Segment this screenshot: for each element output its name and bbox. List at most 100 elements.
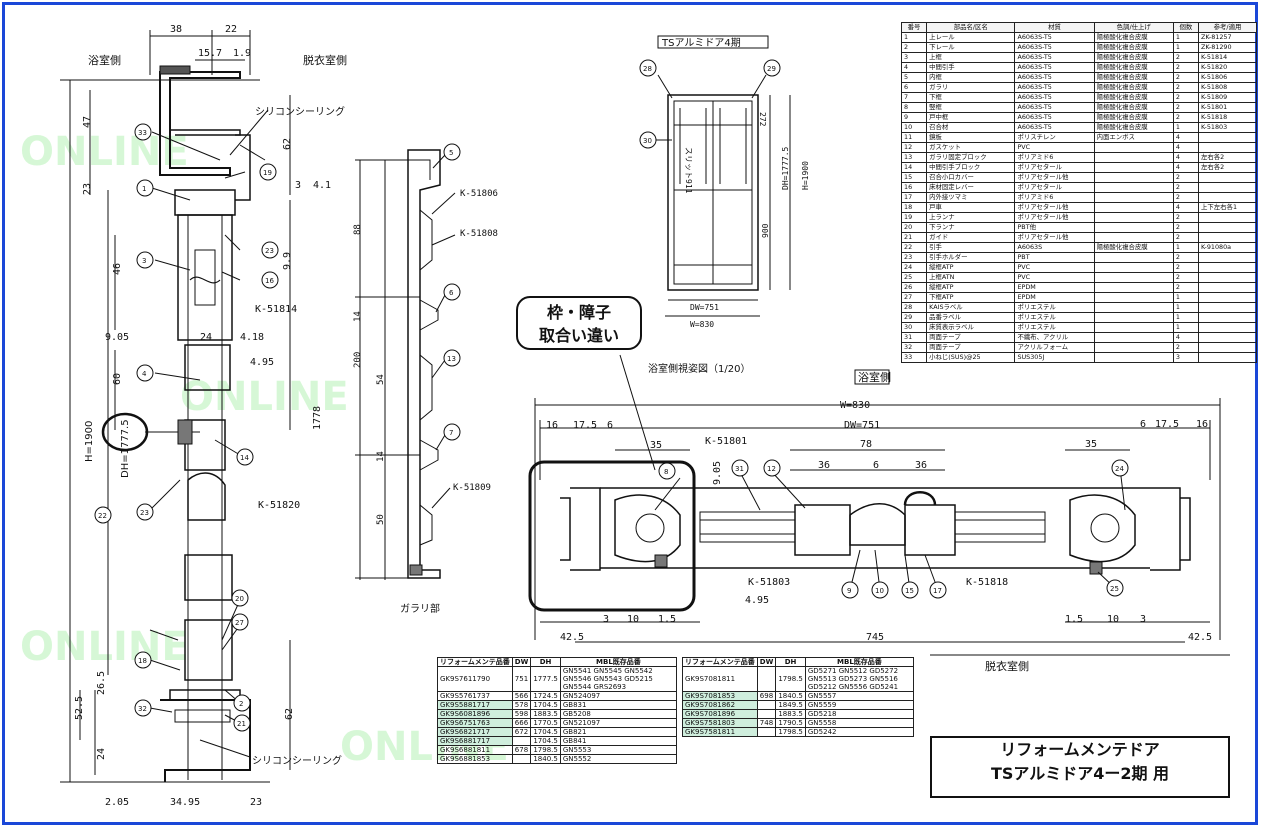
table-cell: GK9S7081896	[682, 709, 758, 719]
dim-text: 10	[1107, 614, 1119, 625]
table-cell	[1093, 142, 1174, 153]
part-bubble: 1	[136, 179, 154, 197]
table-cell: ポリエステル	[1014, 302, 1095, 313]
table-header-cell: DW	[756, 657, 777, 667]
part-bubble: 9	[841, 581, 859, 599]
table-cell: 陽極酸化複合皮膜	[1093, 92, 1174, 103]
svg-text:10: 10	[875, 587, 884, 595]
table-cell: 小ねじ(SUS)@25	[926, 352, 1016, 363]
dim-text: 88	[353, 224, 363, 235]
table-cell	[1093, 252, 1174, 263]
svg-text:12: 12	[767, 465, 776, 473]
svg-text:23: 23	[265, 247, 274, 255]
part-bubble: 20	[231, 589, 249, 607]
table-cell	[756, 700, 777, 710]
table-cell: K-51801	[1198, 102, 1257, 113]
table-cell: 下レール	[926, 42, 1016, 53]
part-bubble: 24	[1111, 459, 1129, 477]
table-cell: 4	[1172, 152, 1200, 163]
table-cell: 2	[1172, 82, 1200, 93]
svg-text:15: 15	[905, 587, 914, 595]
table-cell: GN524097	[559, 691, 678, 701]
table-cell: 2	[1172, 342, 1200, 353]
table-cell: 2	[1172, 92, 1200, 103]
table-cell	[1093, 312, 1174, 323]
bath-view-label: 浴室側視姿図（1/20）	[648, 362, 750, 375]
section-dimensions: W=830 DW=751 16 17.5 6 35 K-51801 78 36 …	[546, 400, 1212, 643]
dim-text: 3	[1140, 614, 1146, 625]
table-cell	[1198, 322, 1257, 333]
table-cell: 1798.5	[775, 666, 806, 692]
table-cell: 召合材	[926, 122, 1016, 133]
table-cell	[1093, 342, 1174, 353]
table-header-cell: DH	[530, 657, 561, 667]
table-cell: 引手ホルダー	[926, 252, 1016, 263]
table-header-cell: 個数	[1172, 22, 1200, 33]
table-cell: 内框	[926, 72, 1016, 83]
table-cell	[1198, 182, 1257, 193]
table-header-cell: DW	[511, 657, 532, 667]
table-cell: GB821	[559, 727, 678, 737]
table-header-cell: 番号	[900, 22, 928, 33]
table-cell: 5	[900, 72, 928, 83]
dim-text: 745	[866, 632, 884, 643]
table-cell: K-91080a	[1198, 242, 1257, 253]
table-cell: 1883.5	[775, 709, 806, 719]
table-cell: 2	[1172, 282, 1200, 293]
watermark-text: ONLINE	[180, 374, 349, 420]
part-bubble: 3	[136, 251, 154, 269]
table-cell: 1	[1172, 322, 1200, 333]
table-cell: 1883.5	[530, 709, 561, 719]
table-cell: A6063S-T5	[1014, 112, 1095, 123]
table-cell	[1093, 152, 1174, 163]
table-cell: ポリアセタール他	[1014, 202, 1095, 213]
callout-line2: 取合い違い	[538, 326, 619, 345]
table-header-cell: 参考/適用	[1198, 22, 1257, 33]
table-cell: 2	[1172, 52, 1200, 63]
table-cell: GK9S7581811	[682, 727, 758, 737]
table-header-cell: リフォームメンテ品番	[437, 657, 513, 667]
table-cell: 15	[900, 172, 928, 183]
table-cell: 1	[1172, 302, 1200, 313]
part-bubble: 15	[901, 581, 919, 599]
table-cell: 引手	[926, 242, 1016, 253]
horizontal-section	[534, 398, 1221, 643]
svg-text:2: 2	[239, 700, 243, 708]
table-cell: A6063S-T5	[1014, 82, 1095, 93]
highlight-box	[528, 460, 696, 612]
table-cell: 22	[900, 242, 928, 253]
dim-text: 17.5	[1155, 419, 1179, 430]
table-cell: A6063S-T5	[1014, 32, 1095, 43]
dim-text: 1.5	[1065, 614, 1083, 625]
title-line1: リフォームメンテドア	[1000, 740, 1160, 759]
table-cell: 内面エンボス	[1093, 132, 1174, 143]
table-cell: 20	[900, 222, 928, 233]
table-cell	[1198, 142, 1257, 153]
table-cell: A6063S-T5	[1014, 72, 1095, 83]
table-cell: 3	[900, 52, 928, 63]
silicone-label-bottom: シリコンシーリング	[252, 754, 342, 767]
table-cell: KAISラベル	[926, 302, 1016, 313]
dim-text: 35	[1085, 439, 1097, 450]
table-cell: 33	[900, 352, 928, 363]
table-cell: GK9S7081853	[682, 691, 758, 701]
dim-text: 272	[758, 112, 767, 127]
table-cell	[1198, 252, 1257, 263]
watermark-text: ONLINE	[20, 624, 189, 670]
table-cell: GK9S6081896	[437, 709, 513, 719]
